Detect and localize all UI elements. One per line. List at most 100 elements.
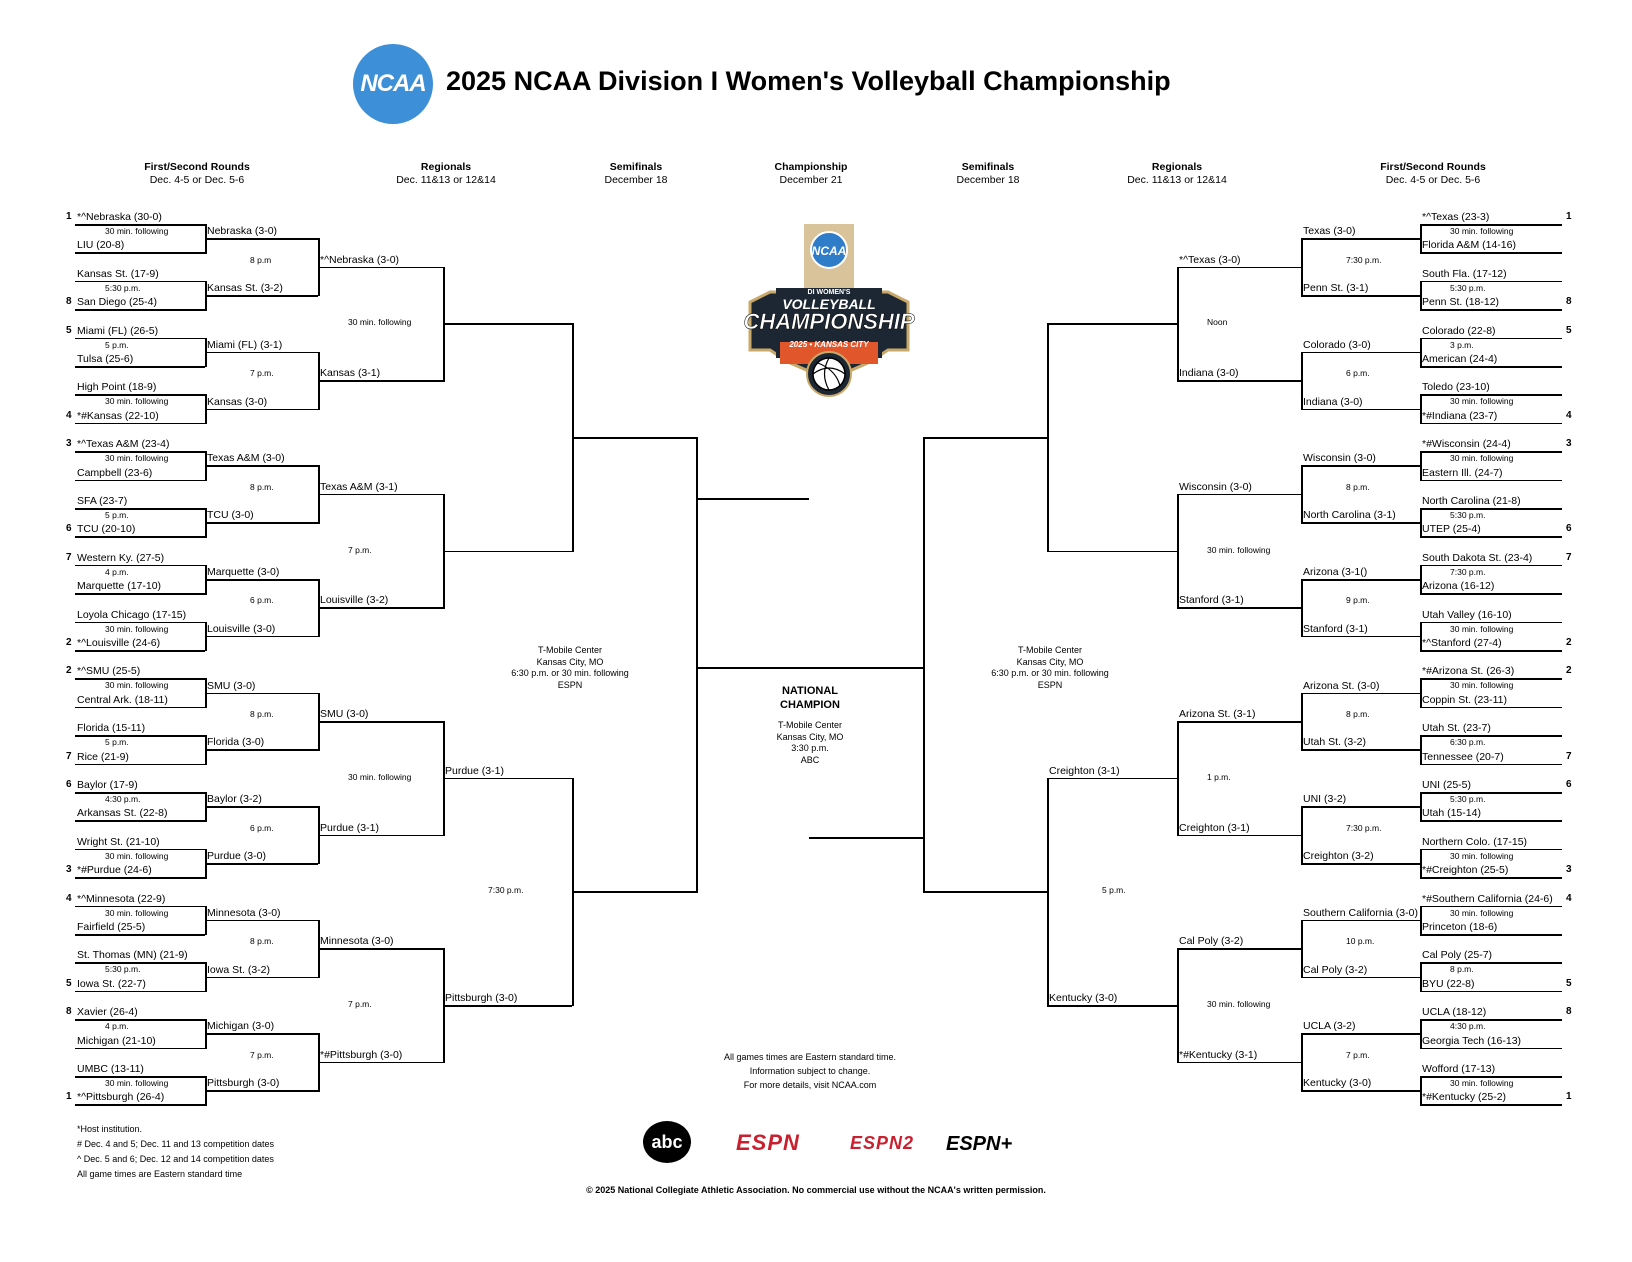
team-name: Kansas St. (3-2) [207, 282, 283, 294]
game-time: 30 min. following [348, 771, 412, 782]
team-name: *#Indiana (23-7) [1422, 409, 1498, 422]
team-name: *^Texas (23-3) [1422, 211, 1490, 223]
game-time: 30 min. following [1450, 907, 1514, 918]
team-name: Pittsburgh (3-0) [207, 1077, 280, 1090]
semifinal-line [572, 437, 696, 439]
r2-line [1301, 295, 1420, 297]
r2-line [1301, 806, 1420, 808]
team-name: *#Pittsburgh (3-0) [320, 1048, 403, 1061]
game-time: Noon [1207, 317, 1228, 328]
r2-line [205, 579, 318, 581]
page-title: 2025 NCAA Division I Women's Volleyball … [446, 66, 1171, 96]
r1-line [1420, 252, 1562, 254]
game-time: 6 p.m. [250, 822, 274, 833]
seed-number: 4 [66, 409, 72, 421]
team-name: Wright St. (21-10) [77, 835, 160, 848]
note: All games times are Eastern standard tim… [723, 1052, 897, 1062]
round-name: Semifinals [609, 161, 663, 173]
right-semifinal-venue: T-Mobile Center Kansas City, MO 6:30 p.m… [970, 645, 1130, 691]
team-name: UTEP (25-4) [1422, 523, 1481, 536]
round-date: December 18 [604, 174, 668, 186]
team-name: Louisville (3-0) [207, 622, 276, 635]
team-name: *^Minnesota (22-9) [77, 892, 166, 905]
r3-line [1177, 948, 1301, 950]
r1-line [75, 337, 205, 340]
game-time: 7 p.m. [348, 999, 372, 1009]
r1-line [75, 309, 205, 311]
r3-connector [1177, 721, 1179, 837]
r1-line [1420, 422, 1562, 425]
team-name: Michigan (21-10) [77, 1034, 156, 1047]
game-time: 7:30 p.m. [1346, 822, 1382, 833]
champion-venue: T-Mobile Center [777, 720, 843, 730]
round-date: December 18 [956, 174, 1020, 186]
r3-line [1177, 266, 1301, 269]
r3-line [318, 834, 443, 837]
seed-number: 6 [66, 523, 72, 535]
team-name: *^SMU (25-5) [77, 665, 141, 678]
team-name: UMBC (13-11) [77, 1063, 144, 1075]
venue-time: 6:30 p.m. or 30 min. following [511, 668, 629, 678]
team-name: *^Louisville (24-6) [77, 637, 161, 649]
r3-line [1177, 607, 1301, 609]
round-name: Championship [774, 161, 848, 173]
ncaa-logo: NCAA [353, 44, 433, 124]
game-time: 5:30 p.m. [105, 964, 141, 975]
round-name: Regionals [420, 161, 472, 173]
r1-line [75, 1104, 205, 1106]
team-name: Pittsburgh (3-0) [445, 992, 518, 1004]
venue-name: T-Mobile Center [537, 645, 603, 655]
r1-connector [1420, 848, 1422, 879]
r1-line [1420, 508, 1562, 510]
game-time: 5 p.m. [105, 339, 129, 350]
note-link[interactable]: For more details, visit NCAA.com [743, 1080, 877, 1090]
game-time: 5:30 p.m. [1450, 794, 1486, 804]
team-name: *#Purdue (24-6) [77, 864, 152, 877]
team-name: *#Kansas (22-10) [77, 409, 159, 422]
r1-line [1420, 934, 1562, 936]
r1-line [75, 678, 205, 680]
team-name: Rice (21-9) [77, 750, 129, 763]
team-name: *^Nebraska (30-0) [77, 211, 162, 223]
r1-connector [1420, 962, 1422, 993]
team-name: Iowa St. (22-7) [77, 977, 146, 990]
r2-line [205, 749, 318, 751]
final-line-left [696, 667, 923, 669]
r3-connector [1177, 266, 1179, 382]
team-name: Florida (3-0) [207, 736, 265, 749]
team-name: *#Kentucky (25-2) [1422, 1091, 1507, 1104]
game-time: 7 p.m. [1346, 1049, 1370, 1060]
team-name: American (24-4) [1422, 353, 1498, 365]
team-name: SMU (3-0) [207, 679, 256, 692]
r1-line [1420, 1019, 1562, 1021]
team-name: Nebraska (3-0) [207, 225, 278, 238]
r2-line [205, 1033, 318, 1035]
game-time: 5 p.m. [105, 510, 129, 520]
espn2-logo: ESPN2 [850, 1133, 915, 1153]
r3-line [318, 948, 443, 950]
team-name: *^Nebraska (3-0) [320, 253, 400, 266]
r1-line [1420, 224, 1562, 226]
team-name: *^Texas (3-0) [1179, 253, 1241, 266]
team-name: SMU (3-0) [320, 708, 369, 720]
r1-line [1420, 479, 1562, 482]
game-time: 30 min. following [105, 1078, 169, 1088]
semifinal-line [923, 891, 1047, 893]
team-name: *^Texas A&M (23-4) [77, 438, 170, 451]
seed-number: 2 [66, 665, 72, 677]
r2-line [1301, 749, 1420, 751]
champion-network: ABC [800, 754, 820, 765]
r1-line [75, 280, 205, 283]
team-name: Toledo (23-10) [1422, 381, 1490, 394]
r1-line [75, 394, 205, 396]
note: ^ Dec. 5 and 6; Dec. 12 and 14 competiti… [77, 1154, 274, 1164]
note: *Host institution. [77, 1124, 143, 1134]
emblem-ncaa: NCAA [812, 244, 847, 258]
game-time: 30 min. following [105, 226, 169, 236]
team-name: Florida A&M (14-16) [1422, 239, 1516, 252]
seed-number: 3 [66, 864, 72, 876]
venue-network: ESPN [1037, 679, 1063, 690]
team-name: Purdue (3-0) [207, 850, 266, 862]
team-name: Kentucky (3-0) [1303, 1077, 1372, 1090]
